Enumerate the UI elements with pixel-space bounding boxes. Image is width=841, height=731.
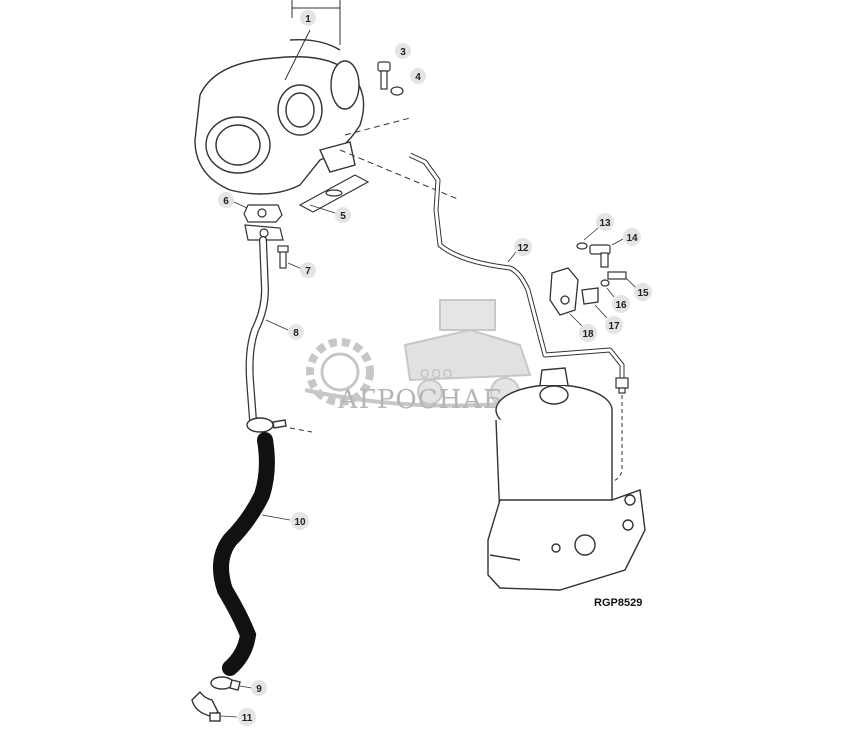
- bracket-18: [549, 267, 579, 316]
- line-end-fitting: [615, 377, 629, 394]
- callout-5: 5: [309, 204, 351, 223]
- leader-dashed-clamp: [289, 427, 313, 433]
- svg-text:7: 7: [305, 266, 311, 277]
- svg-text:12: 12: [517, 243, 529, 254]
- leader-dashed-turbo: [339, 117, 461, 201]
- gear-logo-icon: [306, 338, 374, 406]
- gasket-6: [243, 204, 283, 223]
- svg-text:1: 1: [305, 14, 311, 25]
- hose-10: [213, 432, 275, 676]
- hose-clamp-upper: [246, 417, 287, 433]
- callout-12: 12: [507, 238, 532, 263]
- washer-16: [600, 279, 610, 287]
- figure-code: RGP8529: [594, 597, 642, 609]
- svg-text:13: 13: [599, 218, 611, 229]
- hose-clamp-9: [210, 676, 241, 691]
- svg-text:6: 6: [223, 196, 229, 207]
- callout-1: 1: [300, 10, 316, 26]
- gasket-5: [298, 174, 370, 213]
- svg-text:10: 10: [294, 517, 306, 528]
- turbocharger: [194, 39, 365, 195]
- clip-17: [581, 287, 599, 305]
- watermark-small-text: ООО: [420, 367, 454, 381]
- callout-10: 10: [261, 512, 309, 530]
- callout-15: 15: [625, 277, 652, 301]
- callout-14: 14: [611, 228, 641, 246]
- callout-8: 8: [265, 319, 304, 340]
- svg-text:5: 5: [340, 211, 346, 222]
- svg-text:3: 3: [400, 47, 406, 58]
- callout-4: 4: [410, 68, 426, 84]
- bolt-7: [277, 245, 289, 269]
- bolt-14: [589, 244, 611, 268]
- callout-6: 6: [218, 192, 248, 209]
- callout-18: 18: [569, 313, 597, 342]
- bolt-15: [607, 271, 627, 280]
- callout-3: 3: [395, 43, 411, 59]
- callout-16: 16: [606, 287, 630, 313]
- svg-text:15: 15: [637, 288, 649, 299]
- callout-13: 13: [583, 213, 614, 241]
- svg-text:18: 18: [582, 329, 594, 340]
- svg-text:11: 11: [242, 713, 253, 724]
- engine-block-section: [487, 489, 646, 591]
- svg-text:17: 17: [608, 321, 620, 332]
- washer-13: [576, 242, 588, 250]
- callout-17: 17: [594, 304, 623, 334]
- washer-4: [390, 86, 404, 96]
- svg-text:8: 8: [293, 328, 299, 339]
- watermark-brand-text: АГРОСНАБ: [338, 385, 503, 415]
- bolt-3: [377, 61, 391, 90]
- turbo-top-bracket: [284, 0, 341, 81]
- callout-11: 11: [220, 708, 256, 726]
- svg-text:4: 4: [415, 72, 421, 83]
- callout-9: 9: [239, 680, 267, 696]
- svg-text:14: 14: [626, 233, 638, 244]
- callout-7: 7: [287, 262, 316, 278]
- elbow-fitting-11: [191, 690, 221, 722]
- svg-text:16: 16: [615, 300, 627, 311]
- svg-text:9: 9: [256, 684, 262, 695]
